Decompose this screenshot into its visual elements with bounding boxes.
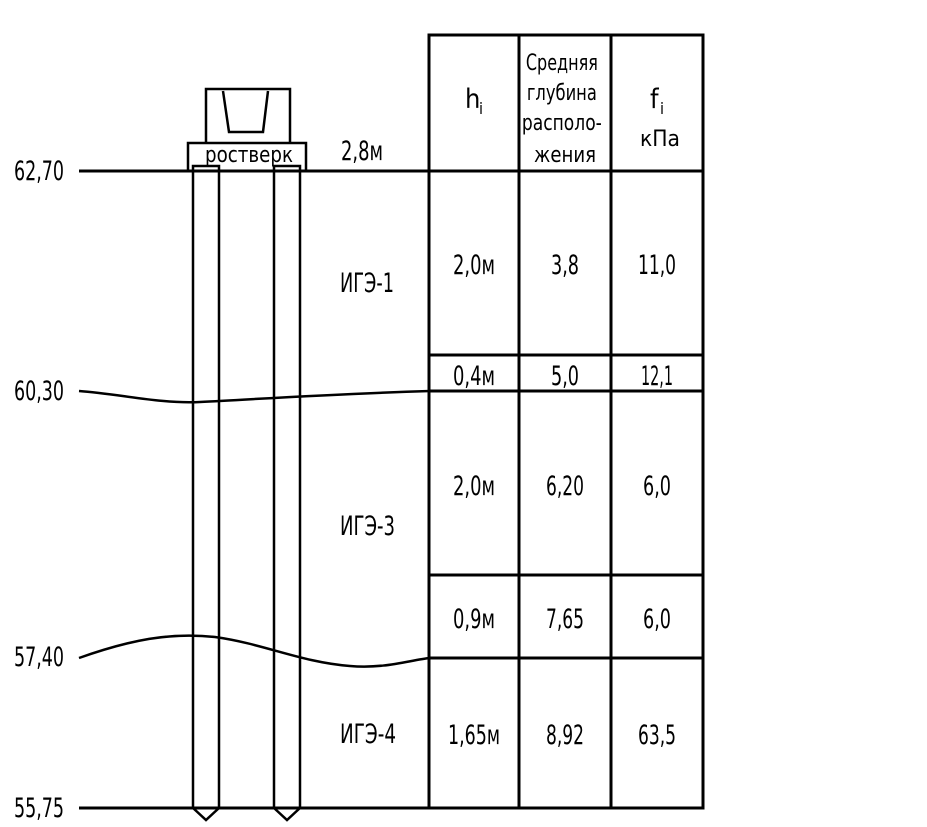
pile-cap-label: ростверк xyxy=(205,143,293,168)
row-2-h: 0,4м xyxy=(453,361,495,392)
header-average-depth: Средняя глубина располо- жения xyxy=(522,51,608,168)
header-average-depth-line-4: жения xyxy=(534,143,596,168)
pile-cap: ростверк xyxy=(186,87,308,173)
row-2-depth: 5,0 xyxy=(551,361,579,392)
header-average-depth-line-1: Средняя xyxy=(526,51,598,76)
elevation-57-40-label: 57,40 xyxy=(14,642,64,673)
row-1-f: 11,0 xyxy=(638,250,676,281)
row-2-f: 12,1 xyxy=(641,361,673,392)
header-f: f i кПа xyxy=(640,84,680,152)
row-5-depth: 8,92 xyxy=(546,720,584,751)
row-5-f: 63,5 xyxy=(638,720,676,751)
layer-ige-4-label: ИГЭ-4 xyxy=(340,719,396,750)
header-h: h i xyxy=(465,84,483,118)
elevation-60-30-label: 60,30 xyxy=(14,376,64,407)
row-3-h: 2,0м xyxy=(453,471,495,502)
pile-right xyxy=(272,164,302,822)
calculation-table: h i Средняя глубина располо- жения f i к… xyxy=(427,33,705,810)
layer-ige-3-label: ИГЭ-3 xyxy=(340,511,395,542)
header-f-unit: кПа xyxy=(640,127,680,152)
header-f-subscript: i xyxy=(660,99,664,118)
pile-left xyxy=(191,164,221,822)
layer-ige-1-label: ИГЭ-1 xyxy=(340,268,394,299)
row-1-depth: 3,8 xyxy=(551,250,579,281)
elevation-55-75-label: 55,75 xyxy=(14,793,64,824)
row-1-h: 2,0м xyxy=(453,250,495,281)
header-h-symbol: h xyxy=(465,84,480,115)
cap-depth-label: 2,8м xyxy=(341,136,383,167)
row-4-f: 6,0 xyxy=(643,604,671,635)
layer-boundary-57-40 xyxy=(78,634,431,668)
row-3-depth: 6,20 xyxy=(546,471,584,502)
layer-boundary-60-30 xyxy=(78,389,431,404)
row-4-depth: 7,65 xyxy=(546,604,584,635)
row-4-h: 0,9м xyxy=(453,604,495,635)
header-h-subscript: i xyxy=(479,99,483,118)
row-5-h: 1,65м xyxy=(448,720,500,751)
row-3-f: 6,0 xyxy=(643,471,671,502)
header-average-depth-line-3: располо- xyxy=(522,111,602,136)
header-f-symbol: f xyxy=(650,84,660,115)
elevation-62-70-label: 62,70 xyxy=(14,156,64,187)
header-average-depth-line-2: глубина xyxy=(527,81,597,106)
